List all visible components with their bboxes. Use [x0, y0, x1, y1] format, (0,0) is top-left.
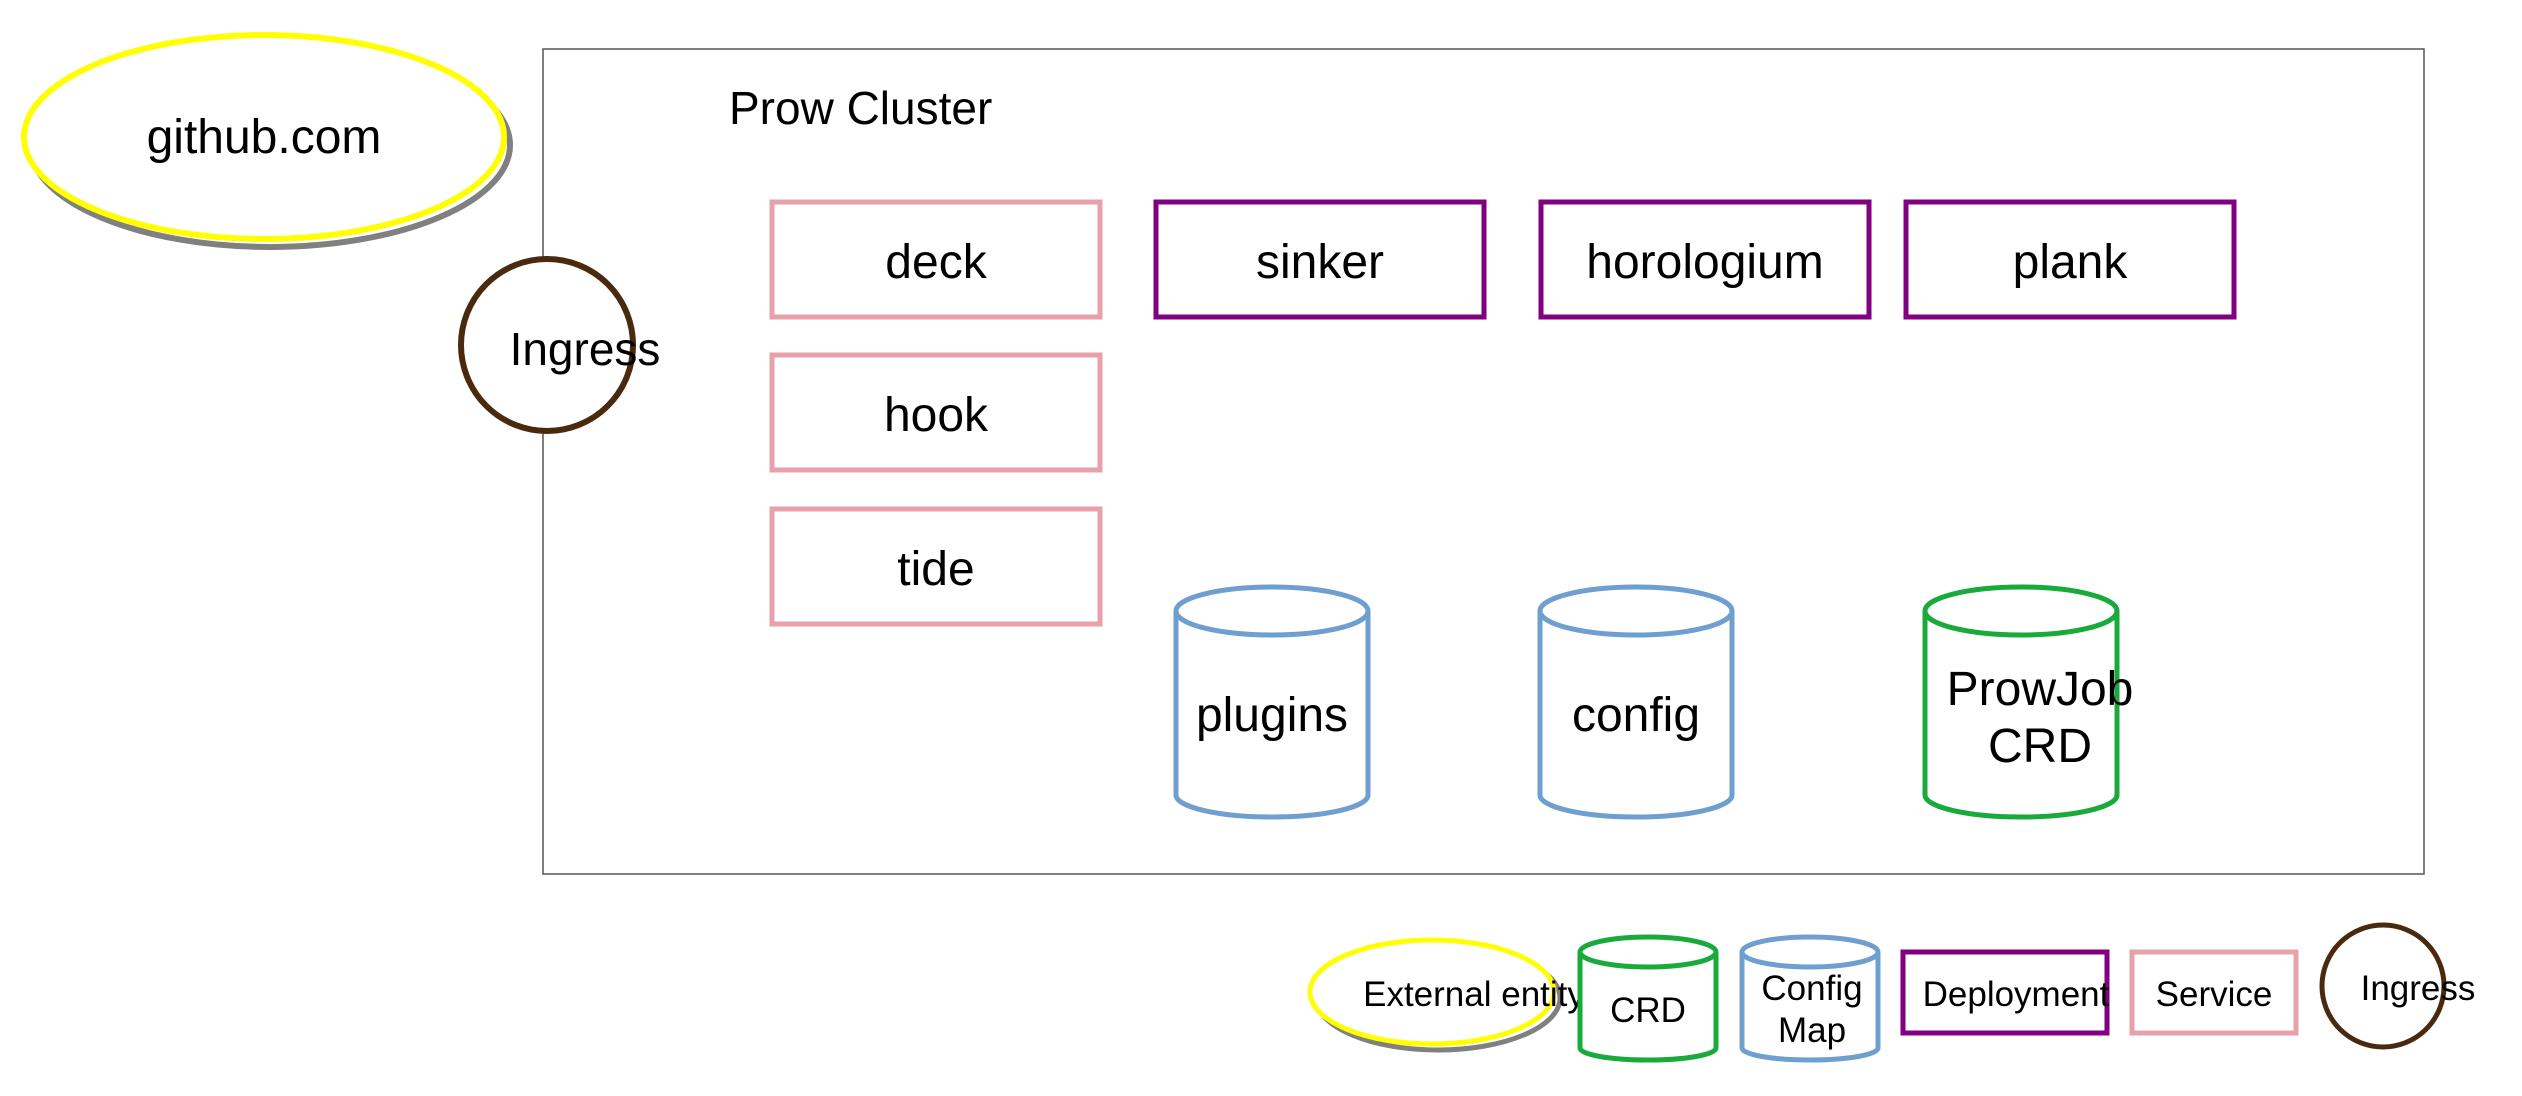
configmap-label: config — [1572, 689, 1700, 742]
legend-ingress: Ingress — [2319, 922, 2476, 1050]
legend-external-ellipse — [1307, 937, 1557, 1047]
legend-service: Service — [2129, 949, 2299, 1036]
deployment-box — [1153, 199, 1487, 320]
legend-configmap-line2: Map — [1778, 1011, 1846, 1050]
legend-crd: CRD — [1577, 934, 1719, 1063]
service-label: tide — [897, 543, 974, 596]
legend-cylinder-top — [1577, 934, 1719, 970]
service-box — [769, 352, 1103, 473]
external-entity-label: github.com — [147, 111, 382, 164]
deployment-plank: plank — [1903, 199, 2237, 320]
cylinder-top — [1537, 584, 1735, 638]
legend-deployment: Deployment — [1900, 949, 2110, 1036]
deployment-label: plank — [2013, 236, 2129, 289]
configmap-plugins: plugins — [1173, 584, 1371, 820]
cluster-boundary — [542, 48, 2425, 875]
ingress-node: Ingress — [458, 256, 661, 434]
legend-external-entity: External entity — [1307, 937, 1585, 1053]
service-tide: tide — [769, 506, 1103, 627]
service-deck: deck — [769, 199, 1103, 320]
legend-configmap: Config Map — [1739, 934, 1881, 1063]
deployment-label: sinker — [1256, 236, 1384, 289]
crd-label-line2: CRD — [1988, 720, 2092, 773]
cluster-title: Prow Cluster — [729, 82, 992, 134]
ingress-circle — [458, 256, 636, 434]
service-hook: hook — [769, 352, 1103, 473]
cylinder-body — [1922, 611, 2120, 820]
legend-cylinder-body — [1739, 952, 1881, 1063]
service-box — [769, 199, 1103, 320]
legend-external-label: External entity — [1363, 975, 1585, 1014]
legend: External entity CRD Config Map Deploymen… — [1307, 922, 2476, 1063]
service-label: hook — [884, 389, 989, 442]
service-box — [769, 506, 1103, 627]
deployment-horologium: horologium — [1538, 199, 1872, 320]
configmap-config: config — [1537, 584, 1735, 820]
cylinder-body — [1173, 611, 1371, 820]
cylinder-top — [1173, 584, 1371, 638]
legend-service-label: Service — [2156, 975, 2273, 1014]
cylinder-top — [1922, 584, 2120, 638]
cylinder-body — [1537, 611, 1735, 820]
legend-ingress-circle — [2319, 922, 2447, 1050]
external-entity-github: github.com — [21, 32, 513, 250]
legend-cylinder-body — [1577, 952, 1719, 1063]
external-entity-ellipse — [21, 32, 507, 242]
deployment-box — [1903, 199, 2237, 320]
deployment-box — [1538, 199, 1872, 320]
legend-crd-label: CRD — [1610, 991, 1686, 1030]
legend-service-box — [2129, 949, 2299, 1036]
configmap-label: plugins — [1196, 689, 1348, 742]
crd-prowjob: ProwJob CRD — [1922, 584, 2134, 820]
legend-configmap-line1: Config — [1761, 969, 1862, 1008]
legend-cylinder-top — [1739, 934, 1881, 970]
crd-label-line1: ProwJob — [1947, 663, 2134, 716]
ingress-label: Ingress — [510, 323, 661, 375]
service-label: deck — [885, 236, 987, 289]
legend-deployment-label: Deployment — [1923, 975, 2110, 1014]
deployment-sinker: sinker — [1153, 199, 1487, 320]
legend-deployment-box — [1900, 949, 2110, 1036]
deployment-label: horologium — [1586, 236, 1823, 289]
legend-ingress-label: Ingress — [2361, 969, 2476, 1008]
